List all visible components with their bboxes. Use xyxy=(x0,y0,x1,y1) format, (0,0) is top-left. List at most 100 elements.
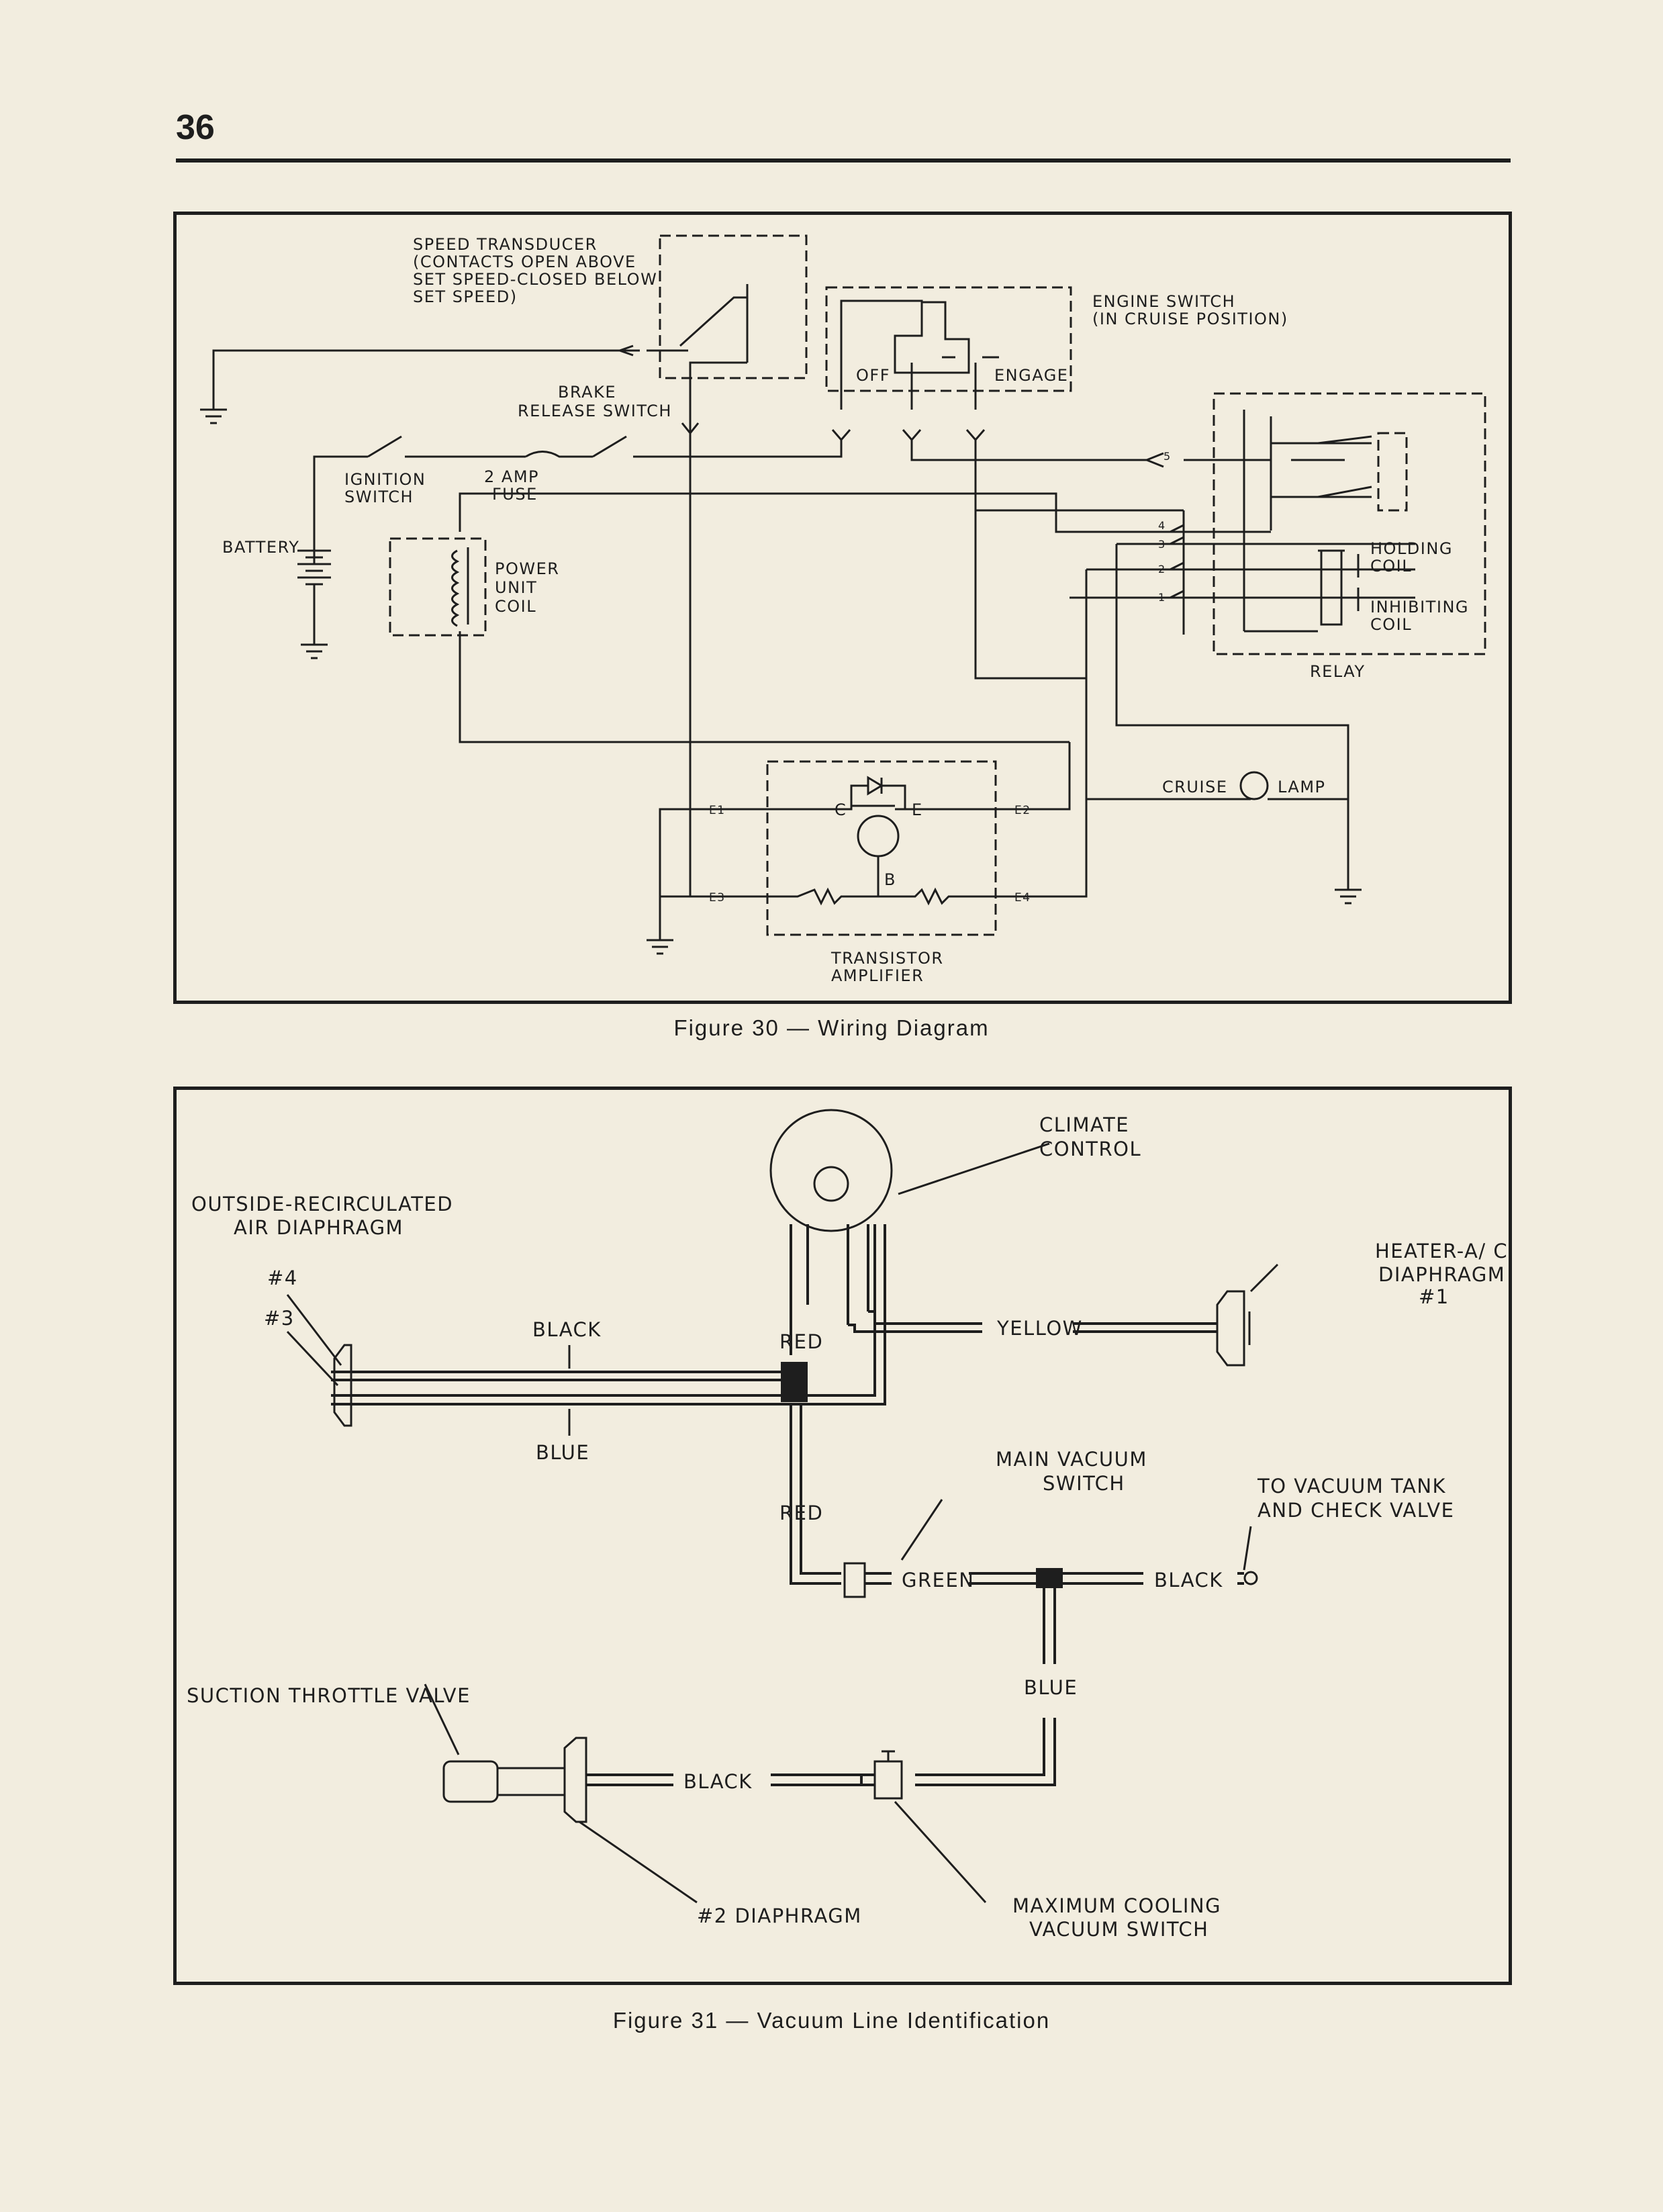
terminal-1: 1 xyxy=(1158,591,1166,604)
speed-transducer-label-1: SPEED TRANSDUCER xyxy=(413,235,598,254)
red-mid-label: RED xyxy=(779,1502,823,1524)
port4-leader xyxy=(286,1294,342,1366)
transducer-ground-wire xyxy=(212,349,640,410)
engine-switch-label-1: ENGINE SWITCH xyxy=(1092,292,1235,311)
page-number: 36 xyxy=(176,108,215,147)
terminal-5: 5 xyxy=(1163,450,1172,463)
header-rule xyxy=(176,158,1511,163)
brake-switch-blade xyxy=(592,435,627,458)
lamp-return xyxy=(1115,544,1349,890)
main-vacuum-leader xyxy=(900,1499,943,1561)
inhibiting-coil-label-2: COIL xyxy=(1370,615,1412,634)
engine-switch-label-2: (IN CRUISE POSITION) xyxy=(1092,310,1288,328)
main-vacuum-label-1: MAIN VACUUM xyxy=(996,1448,1147,1471)
terminal-e2: E2 xyxy=(1014,804,1031,817)
speed-transducer-box xyxy=(659,234,808,379)
climate-control-leader xyxy=(898,1142,1050,1195)
power-unit-coil-box xyxy=(389,537,487,637)
battery-symbol xyxy=(297,549,331,586)
red-top-label: RED xyxy=(779,1330,823,1353)
fuse-label-2: FUSE xyxy=(492,485,538,504)
outside-recirculated-label-2: AIR DIAPHRAGM xyxy=(234,1216,403,1239)
blue-tube-vertical-bottom xyxy=(915,1718,1056,1786)
brake-release-label-2: RELEASE SWITCH xyxy=(518,402,672,420)
black-bottom-label: BLACK xyxy=(683,1770,753,1793)
heater-ac-label-2: DIAPHRAGM xyxy=(1378,1263,1505,1286)
amplifier-e1-e2 xyxy=(673,804,895,811)
terminal-4: 4 xyxy=(1158,519,1166,532)
suction-throttle-leader xyxy=(424,1684,460,1755)
suction-throttle-body xyxy=(496,1767,566,1796)
climate-control-label-2: CONTROL xyxy=(1039,1138,1141,1160)
power-unit-coil-label-2: UNIT xyxy=(495,578,537,597)
max-cooling-label-2: VACUUM SWITCH xyxy=(1029,1918,1208,1941)
fuse-label-1: 2 AMP xyxy=(484,467,539,486)
outside-recirculated-label-1: OUTSIDE-RECIRCULATED xyxy=(191,1193,453,1215)
ignition-switch-label-2: SWITCH xyxy=(344,488,414,506)
ignition-switch-blade xyxy=(367,435,402,458)
heater-ac-label-3: #1 xyxy=(1419,1285,1450,1308)
max-cooling-label-1: MAXIMUM COOLING xyxy=(1012,1894,1221,1917)
vacuum-tank-label-1: TO VACUUM TANK xyxy=(1257,1475,1446,1497)
max-cooling-leader xyxy=(894,1800,987,1904)
diaphragm2-leader xyxy=(579,1821,698,1904)
holding-coil-label-1: HOLDING xyxy=(1370,539,1453,558)
vacuum-tank-label-2: AND CHECK VALVE xyxy=(1257,1499,1454,1522)
ignition-switch-label-1: IGNITION xyxy=(344,470,426,489)
diaphragm-2 xyxy=(563,1737,587,1823)
heater-diaphragm xyxy=(1216,1290,1245,1367)
yellow-tube-right xyxy=(1073,1322,1217,1333)
outside-recirculated-diaphragm xyxy=(333,1344,352,1427)
cruise-label: CRUISE xyxy=(1162,778,1227,796)
speed-transducer-label-2: (CONTACTS OPEN ABOVE xyxy=(413,252,636,271)
ground-symbol-1 xyxy=(200,408,227,424)
cruise-lamp xyxy=(1239,771,1269,800)
vacuum-diagram-frame: CLIMATE CONTROL OUTSIDE-RECIRCULATED AIR… xyxy=(173,1087,1512,1985)
fuse-wire xyxy=(405,451,593,458)
black-right-label: BLACK xyxy=(1154,1569,1223,1592)
transistor-amplifier-label-2: AMPLIFIER xyxy=(831,966,924,985)
terminal-2: 2 xyxy=(1158,563,1166,575)
port3-leader xyxy=(286,1330,339,1387)
power-unit-coil-label-3: COIL xyxy=(495,597,536,616)
ground-symbol-4 xyxy=(647,939,673,955)
transistor-c: C xyxy=(835,800,847,819)
port3-label: #3 xyxy=(264,1307,295,1330)
terminal-3: 3 xyxy=(1158,538,1166,551)
port4-label: #4 xyxy=(267,1266,298,1289)
connector-brake xyxy=(681,422,700,443)
suction-throttle-valve xyxy=(442,1760,499,1803)
climate-control-dial xyxy=(769,1109,893,1232)
vacuum-tank-outlet xyxy=(1243,1571,1258,1585)
diaphragm2-label: #2 DIAPHRAGM xyxy=(697,1904,862,1927)
speed-transducer-label-3: SET SPEED-CLOSED BELOW xyxy=(413,270,657,289)
main-vacuum-switch xyxy=(843,1562,866,1598)
black-tube-bottom xyxy=(586,1773,861,1786)
relay-terminals xyxy=(1146,452,1184,599)
suction-throttle-label: SUCTION THROTTLE VALVE xyxy=(187,1684,471,1707)
black-top-label: BLACK xyxy=(532,1318,602,1341)
red-tube xyxy=(790,1405,841,1585)
relay-box xyxy=(1213,392,1486,655)
wiring-diagram-frame: SPEED TRANSDUCER (CONTACTS OPEN ABOVE SE… xyxy=(173,212,1512,1004)
transistor-amplifier-label-1: TRANSISTOR xyxy=(830,949,944,968)
speed-transducer-contact xyxy=(679,296,747,347)
vacuum-tank-leader xyxy=(1243,1526,1252,1571)
engine-switch-body xyxy=(894,301,970,374)
amplifier-resistors xyxy=(673,887,1002,906)
terminal-e1: E1 xyxy=(709,804,726,817)
lamp-feed xyxy=(1085,569,1251,800)
yellow-tube-left xyxy=(848,1310,982,1333)
power-unit-coil-winding xyxy=(451,549,460,627)
transistor-amplifier-box xyxy=(766,760,997,936)
engine-switch-box xyxy=(825,286,1072,392)
vacuum-diagram: CLIMATE CONTROL OUTSIDE-RECIRCULATED AIR… xyxy=(187,1109,1507,1941)
tee-junction-top xyxy=(781,1362,808,1402)
ground-symbol-2 xyxy=(301,643,328,659)
relay-wire-3 xyxy=(1103,531,1415,545)
green-tube-right xyxy=(969,1572,1036,1585)
lamp-label: LAMP xyxy=(1278,778,1326,796)
power-unit-coil-label-1: POWER xyxy=(495,559,559,578)
blue-tube xyxy=(331,1224,886,1405)
blue-left-label: BLUE xyxy=(536,1441,589,1464)
